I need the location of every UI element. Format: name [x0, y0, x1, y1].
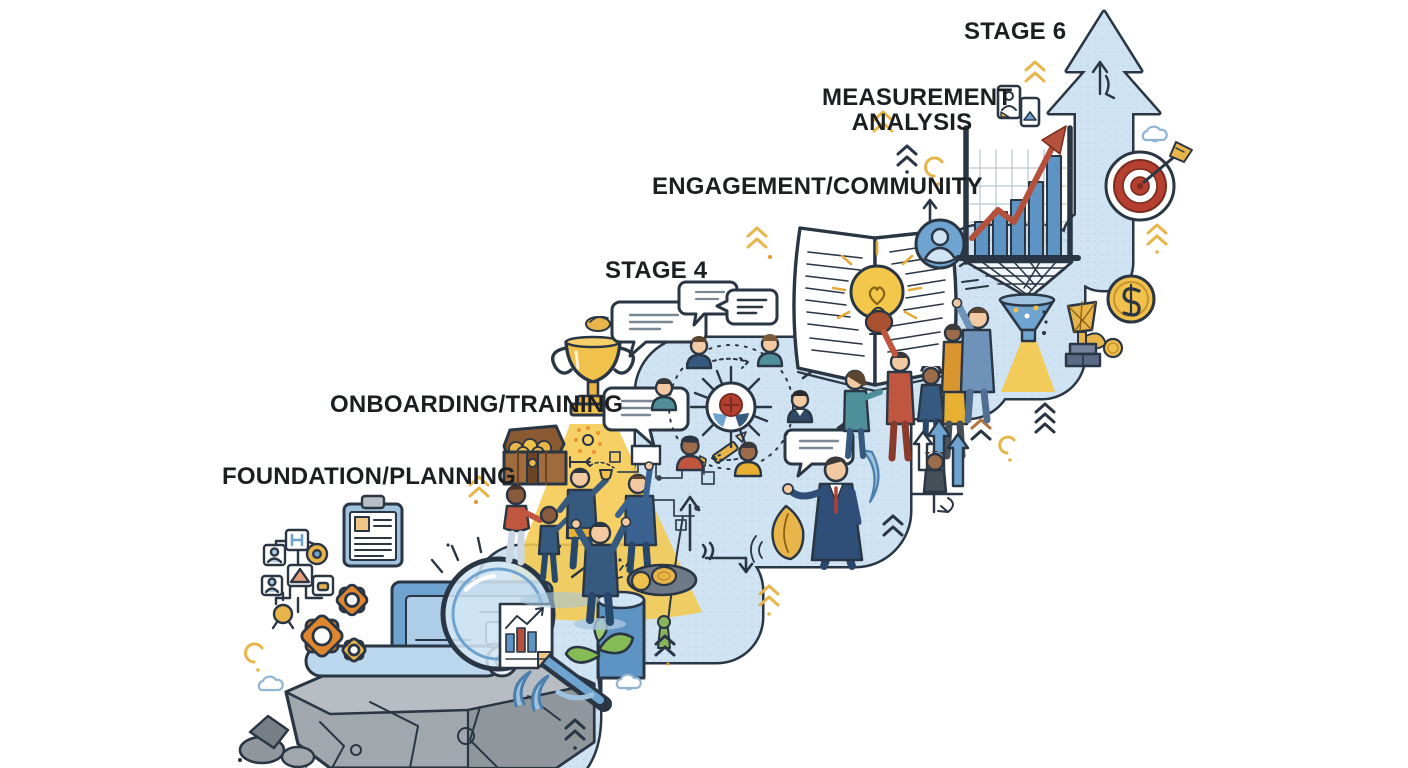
- trophy-icon: [551, 315, 635, 417]
- leaf-doodle: [750, 504, 805, 563]
- avatar: [650, 334, 814, 478]
- arrow-doodle: [1091, 60, 1116, 100]
- coin-icon: [1102, 337, 1124, 359]
- photo-cards-icon: [996, 84, 1041, 128]
- coin-rock-icon: [617, 562, 698, 597]
- stage-label-foundation-planning: FOUNDATION/PLANNING: [222, 463, 517, 490]
- analysis-line: ANALYSIS: [851, 109, 973, 137]
- stage-label-stage-6: STAGE 6: [964, 18, 1067, 45]
- chevron-icon: [470, 62, 1166, 616]
- clipboard-icon: [342, 494, 404, 568]
- businessman-figure: [782, 448, 880, 570]
- user-badge-icon: [914, 218, 966, 270]
- people-group: [842, 306, 976, 462]
- collaboration-hub-icon: [668, 344, 794, 470]
- treasure-chest-icon: [502, 424, 568, 486]
- stage-label-stage-4: STAGE 4: [605, 257, 708, 284]
- dot-specks: [238, 255, 772, 768]
- dollar-coin-icon: [1106, 274, 1156, 324]
- net-funnel-icon: [964, 260, 1074, 343]
- stage-label-onboarding-training: ONBOARDING/TRAINING: [330, 391, 624, 418]
- funnel-beam: [1001, 342, 1055, 392]
- curl-doodle: [244, 156, 1016, 672]
- gear-icon: [300, 583, 369, 663]
- award-trophy-icon: [1064, 300, 1107, 368]
- cloud-icon: [257, 125, 1168, 692]
- stage-label-measurement-analysis: MEASUREMENT ANALYSIS: [822, 84, 1013, 137]
- chevron-icon: [566, 146, 1056, 750]
- chart-document-icon: [498, 602, 554, 670]
- target-icon: [1104, 141, 1193, 222]
- measurement-line: MEASUREMENT: [822, 84, 1013, 111]
- ruler-doodle: [569, 456, 591, 468]
- swoosh-arrow: [513, 670, 550, 712]
- stage-label-engagement-community: ENGAGEMENT/COMMUNITY: [652, 173, 983, 200]
- sparkle-icon: [574, 426, 602, 454]
- sitting-figure: [910, 451, 964, 514]
- people-group: [502, 444, 662, 630]
- bar-chart-icon: [955, 125, 1081, 265]
- org-chart-icon: [260, 528, 335, 630]
